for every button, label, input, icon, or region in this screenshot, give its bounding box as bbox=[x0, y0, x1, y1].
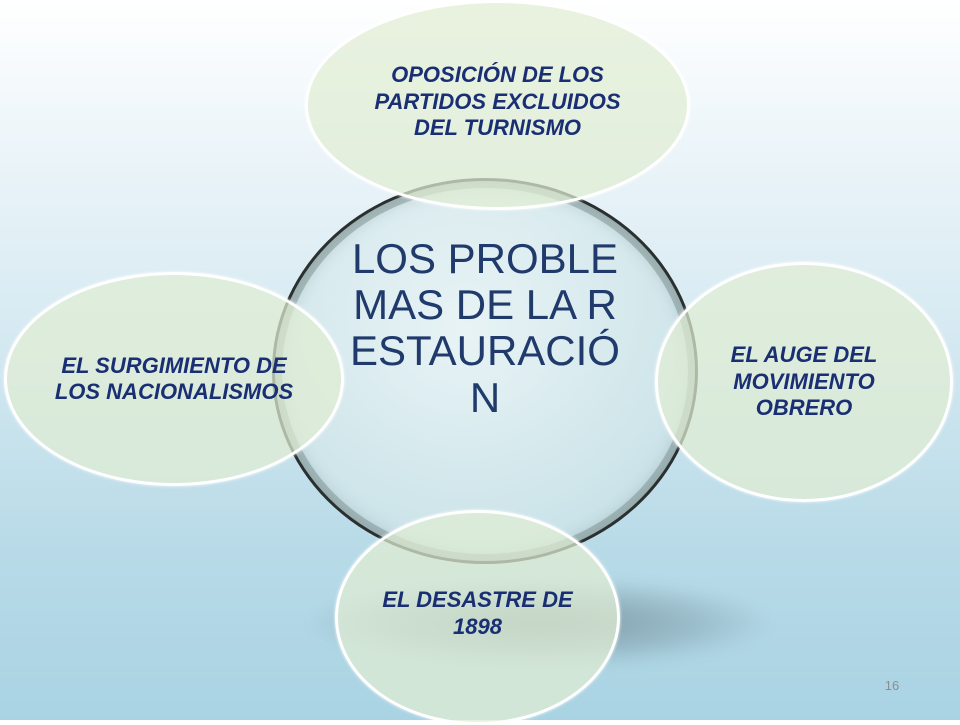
node-right-label: EL AUGE DEL MOVIMIENTO OBRERO bbox=[730, 342, 878, 421]
node-bottom-label: EL DESASTRE DE 1898 bbox=[382, 587, 573, 639]
center-title: LOS PROBLEMAS DE LA RESTAURACIÓN bbox=[350, 235, 620, 421]
page-number: 16 bbox=[884, 678, 900, 693]
node-right-labor-movement: EL AUGE DEL MOVIMIENTO OBRERO bbox=[655, 262, 953, 502]
node-top-label: OPOSICIÓN DE LOS PARTIDOS EXCLUIDOS DEL … bbox=[374, 62, 621, 141]
node-left-nationalisms: EL SURGIMIENTO DE LOS NACIONALISMOS bbox=[4, 272, 344, 486]
node-top-opposition: OPOSICIÓN DE LOS PARTIDOS EXCLUIDOS DEL … bbox=[305, 0, 690, 210]
node-left-label: EL SURGIMIENTO DE LOS NACIONALISMOS bbox=[54, 352, 294, 404]
node-bottom-disaster-1898: EL DESASTRE DE 1898 bbox=[335, 510, 620, 725]
